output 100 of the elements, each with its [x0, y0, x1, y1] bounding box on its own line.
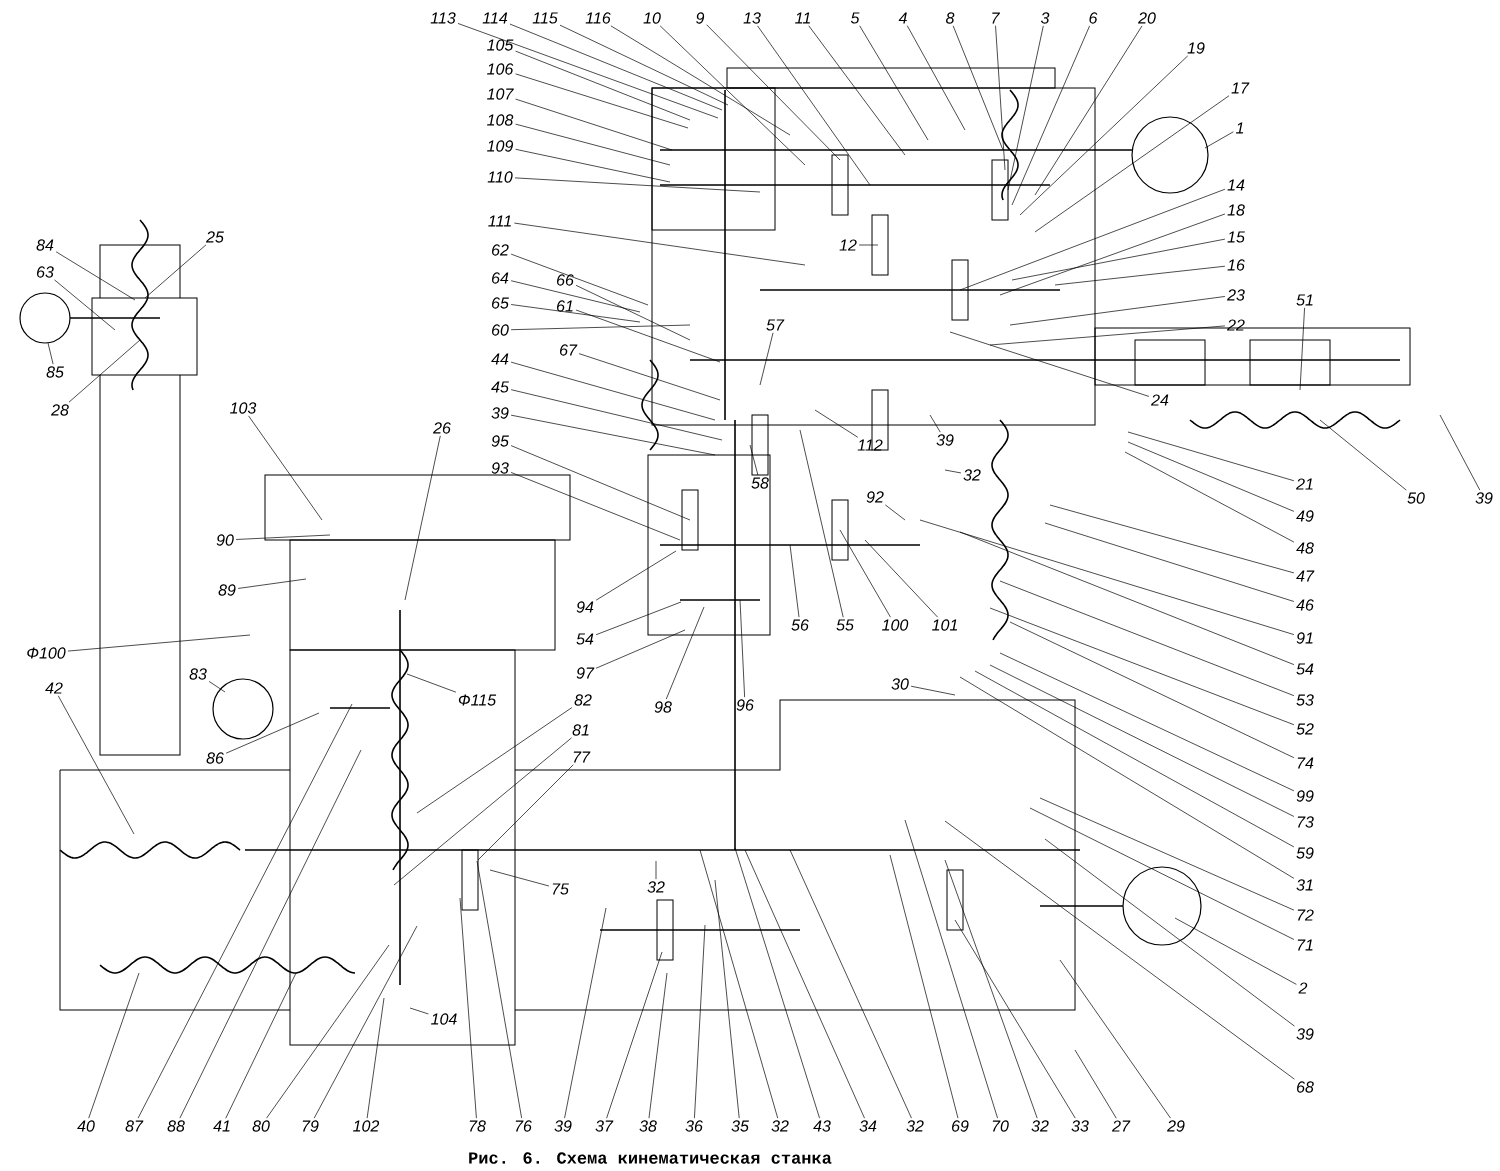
- callout-number: 32: [906, 1120, 924, 1132]
- callout-number: 105: [487, 39, 514, 51]
- leader-line: [999, 652, 1295, 792]
- callout-number: 84: [36, 239, 54, 251]
- callout-number: 32: [647, 881, 665, 893]
- callout-number: 20: [1138, 12, 1156, 24]
- leader-line: [54, 279, 116, 331]
- leader-line: [55, 251, 136, 301]
- leader-line: [510, 304, 641, 323]
- leader-line: [808, 25, 906, 156]
- callout-number: 87: [125, 1120, 144, 1132]
- leader-line: [884, 504, 906, 521]
- callout-number: 39: [936, 434, 954, 446]
- callout-number: 48: [1296, 542, 1314, 554]
- callout-number: 90: [216, 534, 234, 546]
- callout-number: 78: [469, 1120, 486, 1132]
- leader-line: [208, 681, 226, 693]
- callout-number: 13: [743, 12, 761, 24]
- callout-number: 61: [557, 300, 573, 312]
- leader-line: [575, 284, 691, 341]
- callout-number: 40: [77, 1120, 95, 1132]
- callout-number: 34: [859, 1120, 877, 1132]
- leader-line: [237, 578, 307, 589]
- leader-line: [989, 325, 1226, 346]
- leader-line: [999, 213, 1226, 296]
- leader-line: [225, 712, 320, 754]
- leader-line: [57, 695, 135, 835]
- leader-line: [904, 819, 998, 1119]
- leader-line: [665, 606, 705, 700]
- leader-line: [476, 860, 522, 1119]
- leader-line: [944, 859, 1038, 1119]
- callout-number: 65: [492, 297, 509, 309]
- callout-number: 12: [839, 239, 857, 251]
- leader-line: [509, 23, 723, 111]
- leader-line: [510, 324, 691, 331]
- callout-number: 82: [574, 694, 592, 706]
- callout-number: 28: [51, 404, 69, 416]
- leader-line: [789, 849, 912, 1119]
- leader-line: [510, 253, 649, 306]
- callout-number: 52: [1296, 723, 1314, 735]
- callout-number: 77: [573, 751, 591, 763]
- callout-number: 58: [751, 477, 769, 489]
- callout-number: 46: [1296, 599, 1314, 611]
- leader-line: [944, 469, 962, 474]
- callout-number: 68: [1297, 1081, 1314, 1093]
- callout-number: 11: [795, 12, 810, 24]
- leader-line: [489, 869, 550, 887]
- callout-number: 66: [557, 274, 574, 286]
- callout-number: 92: [866, 491, 884, 503]
- leader-line: [1011, 25, 1090, 206]
- leader-line: [1044, 522, 1295, 602]
- callout-number: 9: [696, 12, 705, 24]
- leader-line: [1439, 414, 1481, 491]
- callout-number: 81: [572, 724, 589, 736]
- callout-number: 41: [213, 1120, 230, 1132]
- callout-number: 3: [1040, 12, 1050, 24]
- callout-number: 80: [252, 1120, 270, 1132]
- callout-number: 89: [218, 584, 236, 596]
- leader-line: [1054, 265, 1226, 286]
- leader-line: [858, 244, 879, 246]
- leader-line: [1009, 621, 1295, 759]
- callout-number: 16: [1227, 259, 1245, 271]
- callout-number: 115: [532, 12, 558, 24]
- callout-number: 7: [992, 12, 1000, 24]
- callout-number: 71: [1297, 939, 1313, 951]
- leader-line: [515, 73, 689, 129]
- leader-line: [995, 25, 1006, 171]
- callout-number: 72: [1297, 909, 1314, 921]
- leader-line: [659, 25, 806, 166]
- callout-number: 1: [1235, 122, 1244, 134]
- callout-number: 19: [1187, 42, 1205, 54]
- leader-line: [510, 472, 681, 541]
- leader-line: [655, 860, 657, 880]
- callout-number: 98: [654, 701, 672, 713]
- callout-number: 91: [1296, 632, 1313, 644]
- callout-number: 29: [1167, 1120, 1185, 1132]
- leader-line: [974, 670, 1295, 848]
- callout-number: 64: [492, 272, 509, 284]
- callout-number: 2: [1298, 982, 1308, 994]
- callout-number: 100: [882, 619, 909, 631]
- callout-number: 15: [1227, 231, 1245, 243]
- leader-line: [225, 972, 297, 1119]
- callout-number: 69: [952, 1120, 969, 1132]
- callout-number: 95: [491, 435, 509, 447]
- leader-line: [515, 50, 691, 121]
- callout-number: 56: [791, 619, 809, 631]
- leader-line: [313, 925, 418, 1119]
- leader-line: [949, 331, 1150, 397]
- callout-number: 32: [771, 1120, 789, 1132]
- callout-number: 76: [515, 1120, 532, 1132]
- callout-number: 75: [552, 883, 569, 895]
- callout-number: Ф115: [458, 694, 497, 706]
- leader-line: [595, 629, 686, 669]
- leader-line: [744, 849, 865, 1119]
- leader-line: [459, 897, 477, 1119]
- leader-line: [510, 445, 691, 521]
- callout-number: 49: [1296, 510, 1314, 522]
- leader-line: [714, 879, 740, 1119]
- leader-line: [606, 951, 663, 1119]
- callout-number: 104: [431, 1013, 457, 1025]
